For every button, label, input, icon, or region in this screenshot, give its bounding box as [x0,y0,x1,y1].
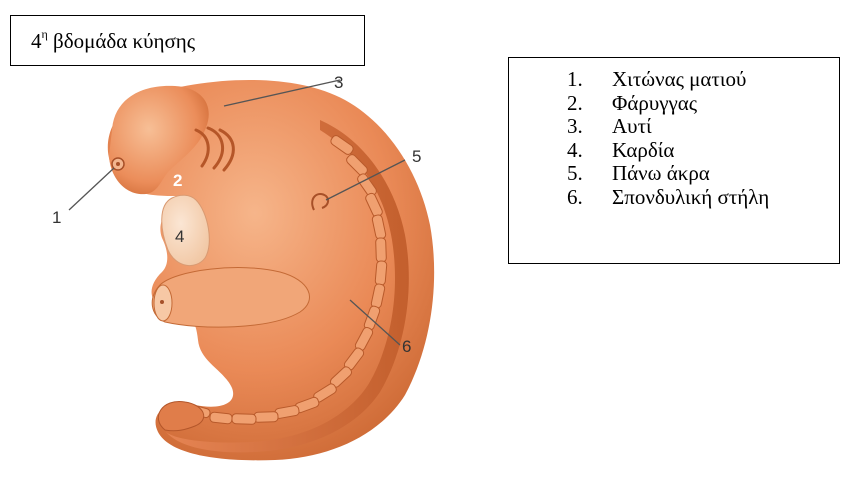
callout-label-6: 6 [402,337,411,356]
callout-label-2: 2 [173,171,182,190]
callout-label-5: 5 [412,147,421,166]
callout-line-1 [69,168,114,210]
callout-label-4: 4 [175,227,184,246]
eye-center [116,162,120,166]
stalk-dot [160,300,164,304]
callout-label-1: 1 [52,208,61,227]
body-stalk [152,268,309,328]
callout-label-3: 3 [334,73,343,92]
